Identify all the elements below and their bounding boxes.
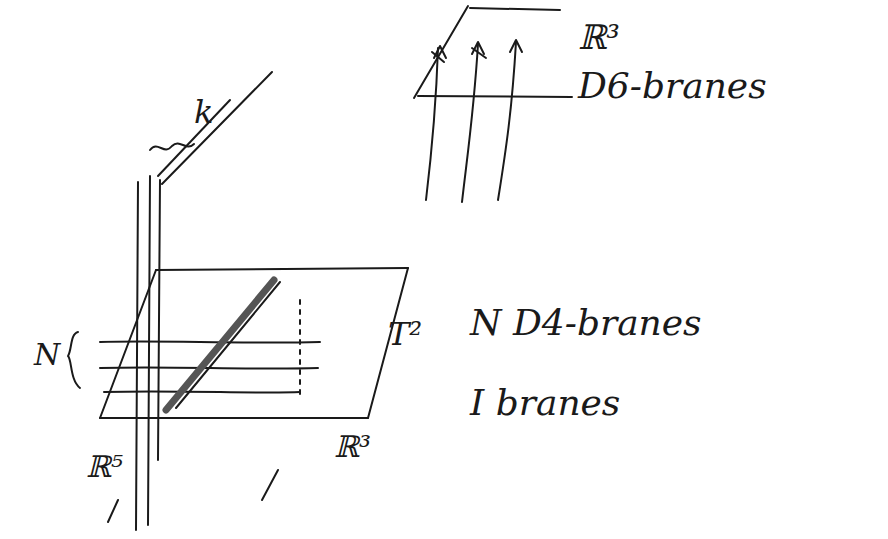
brane-label: D6-branes <box>578 68 767 104</box>
axis-tick <box>108 500 118 522</box>
hidden-line <box>299 300 301 400</box>
d6-brane-lines <box>426 40 522 202</box>
plane-t2 <box>100 268 408 418</box>
intersection-line <box>176 282 280 408</box>
space-label: ℝ³ <box>334 432 371 462</box>
intersection-line <box>166 280 274 410</box>
brace <box>150 143 194 150</box>
plane-r3-top <box>414 6 572 98</box>
count-label: N <box>34 340 60 370</box>
brane-label: N D4-branes <box>470 305 702 341</box>
brane-label: I branes <box>470 385 620 421</box>
count-label: k <box>194 96 213 128</box>
axis-tick <box>262 470 278 500</box>
space-label: ℝ⁵ <box>86 452 123 482</box>
space-label: ℝ³ <box>578 20 620 54</box>
space-label: T² <box>388 318 422 350</box>
k-brane-lines <box>136 72 272 530</box>
brace <box>68 332 80 388</box>
